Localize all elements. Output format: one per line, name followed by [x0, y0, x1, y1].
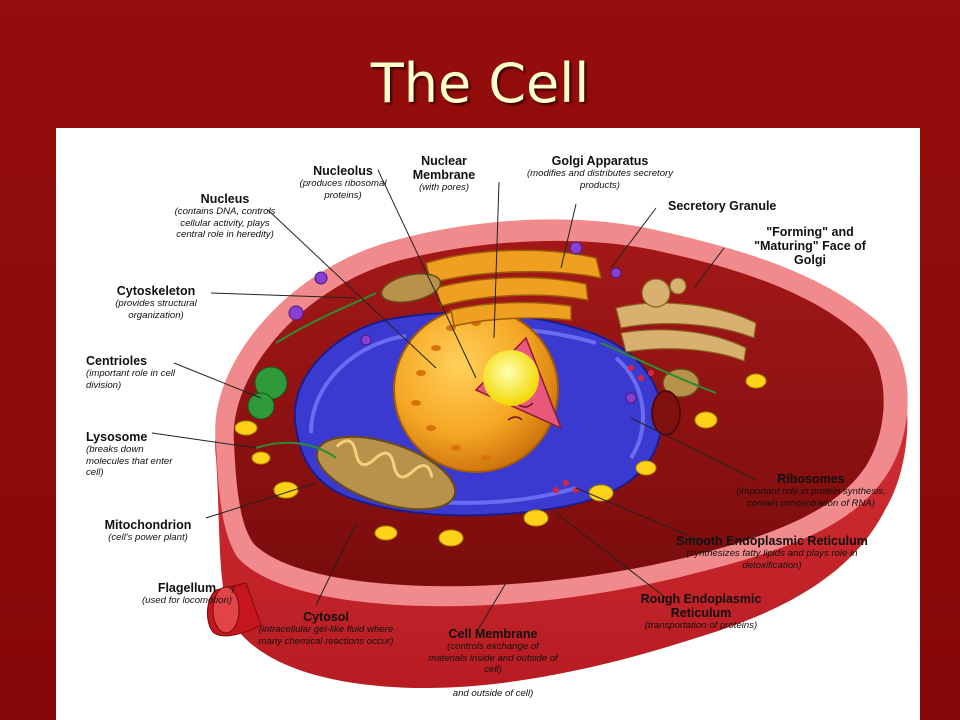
label-golgi-apparatus: Golgi Apparatus (modifies and distribute… — [526, 154, 674, 191]
label-secretory-granule: Secretory Granule — [668, 199, 848, 213]
cytosol-desc: (intracellular gel-like fluid where many… — [258, 624, 394, 647]
cell-illustration — [151, 169, 908, 688]
flagellum-name: Flagellum — [157, 581, 217, 595]
centrioles-desc: (important role in cell division) — [86, 368, 176, 391]
flagellum-desc: (used for locomotion) — [141, 595, 233, 606]
label-nucleolus: Nucleolus (produces ribosomal proteins) — [288, 164, 398, 201]
label-mitochondrion: Mitochondrion (cell's power plant) — [84, 518, 212, 544]
label-centrioles: Centrioles (important role in cell divis… — [86, 354, 181, 391]
cell-diagram-panel: Nucleolus (produces ribosomal proteins) … — [56, 128, 920, 720]
nucleolus-name: Nucleolus — [313, 164, 373, 178]
golgi-apparatus-shape — [425, 249, 603, 327]
slide-title: The Cell — [370, 52, 590, 115]
nucleus-desc: (contains DNA, controls cellular activit… — [174, 206, 276, 240]
flagellum-tip — [212, 586, 240, 634]
label-ribosomes: Ribosomes (important role in protein syn… — [736, 472, 886, 509]
nucleolus-desc: (produces ribosomal proteins) — [299, 178, 387, 201]
cytoskeleton-shape — [255, 292, 717, 459]
lysosomes — [288, 241, 637, 404]
cell-membrane-name: Cell Membrane — [448, 627, 538, 641]
golgi-face-name: "Forming" and "Maturing" Face of Golgi — [754, 225, 866, 267]
label-flagellum: Flagellum (used for locomotion) — [134, 581, 240, 607]
label-lysosome: Lysosome (breaks down molecules that ent… — [86, 430, 176, 479]
centrioles-name: Centrioles — [86, 354, 148, 368]
mitochondrion-shape — [315, 273, 700, 511]
cytoskeleton-desc: (provides structural organization) — [115, 298, 197, 321]
label-cytosol: Cytosol (intracellular gel-like fluid wh… — [256, 610, 396, 647]
cell-membrane-desc: (controls exchange of materials inside a… — [428, 641, 558, 675]
vesicles — [234, 373, 767, 547]
golgi-desc: (modifies and distributes secretory prod… — [526, 168, 674, 191]
smooth-er-name: Smooth Endoplasmic Reticulum — [676, 534, 868, 548]
nucleolus-shape — [483, 350, 539, 406]
nuclear-membrane-desc: (with pores) — [418, 182, 470, 193]
label-rough-er: Rough Endoplasmic Reticulum (transportat… — [616, 592, 786, 632]
nuclear-membrane-name: Nuclear Membrane — [412, 154, 476, 182]
ribosomes-name: Ribosomes — [777, 472, 845, 486]
secretory-granule-name: Secretory Granule — [668, 199, 777, 213]
leader-lines — [151, 169, 757, 634]
mitochondrion-name: Mitochondrion — [104, 518, 192, 532]
cytosol-name: Cytosol — [303, 610, 349, 624]
lysosome-name: Lysosome — [86, 430, 148, 444]
rough-er-name: Rough Endoplasmic Reticulum — [640, 592, 762, 620]
label-nucleus: Nucleus (contains DNA, controls cellular… — [170, 192, 280, 241]
label-cut-off-text: and outside of cell) — [438, 688, 548, 700]
label-cytoskeleton: Cytoskeleton (provides structural organi… — [96, 284, 216, 321]
nucleus-name: Nucleus — [200, 192, 250, 206]
label-cell-membrane: Cell Membrane (controls exchange of mate… — [428, 627, 558, 676]
label-nuclear-membrane: Nuclear Membrane (with pores) — [394, 154, 494, 194]
golgi-name: Golgi Apparatus — [551, 154, 649, 168]
label-smooth-er: Smooth Endoplasmic Reticulum (synthesize… — [674, 534, 870, 571]
rough-er-desc: (transportation of proteins) — [644, 620, 758, 631]
cytoskeleton-name: Cytoskeleton — [116, 284, 196, 298]
smooth-er-desc: (synthesizes fatty lipids and plays role… — [686, 548, 858, 571]
lysosome-desc: (breaks down molecules that enter cell) — [86, 444, 173, 478]
cut-off-text: and outside of cell) — [452, 688, 534, 699]
ribosomes-desc: (important role in protein synthesis, co… — [736, 486, 886, 509]
centrioles-shape — [247, 366, 288, 420]
label-golgi-face: "Forming" and "Maturing" Face of Golgi — [744, 225, 876, 267]
mitochondrion-desc: (cell's power plant) — [108, 532, 188, 543]
golgi-maturing-face-shape — [615, 277, 757, 362]
